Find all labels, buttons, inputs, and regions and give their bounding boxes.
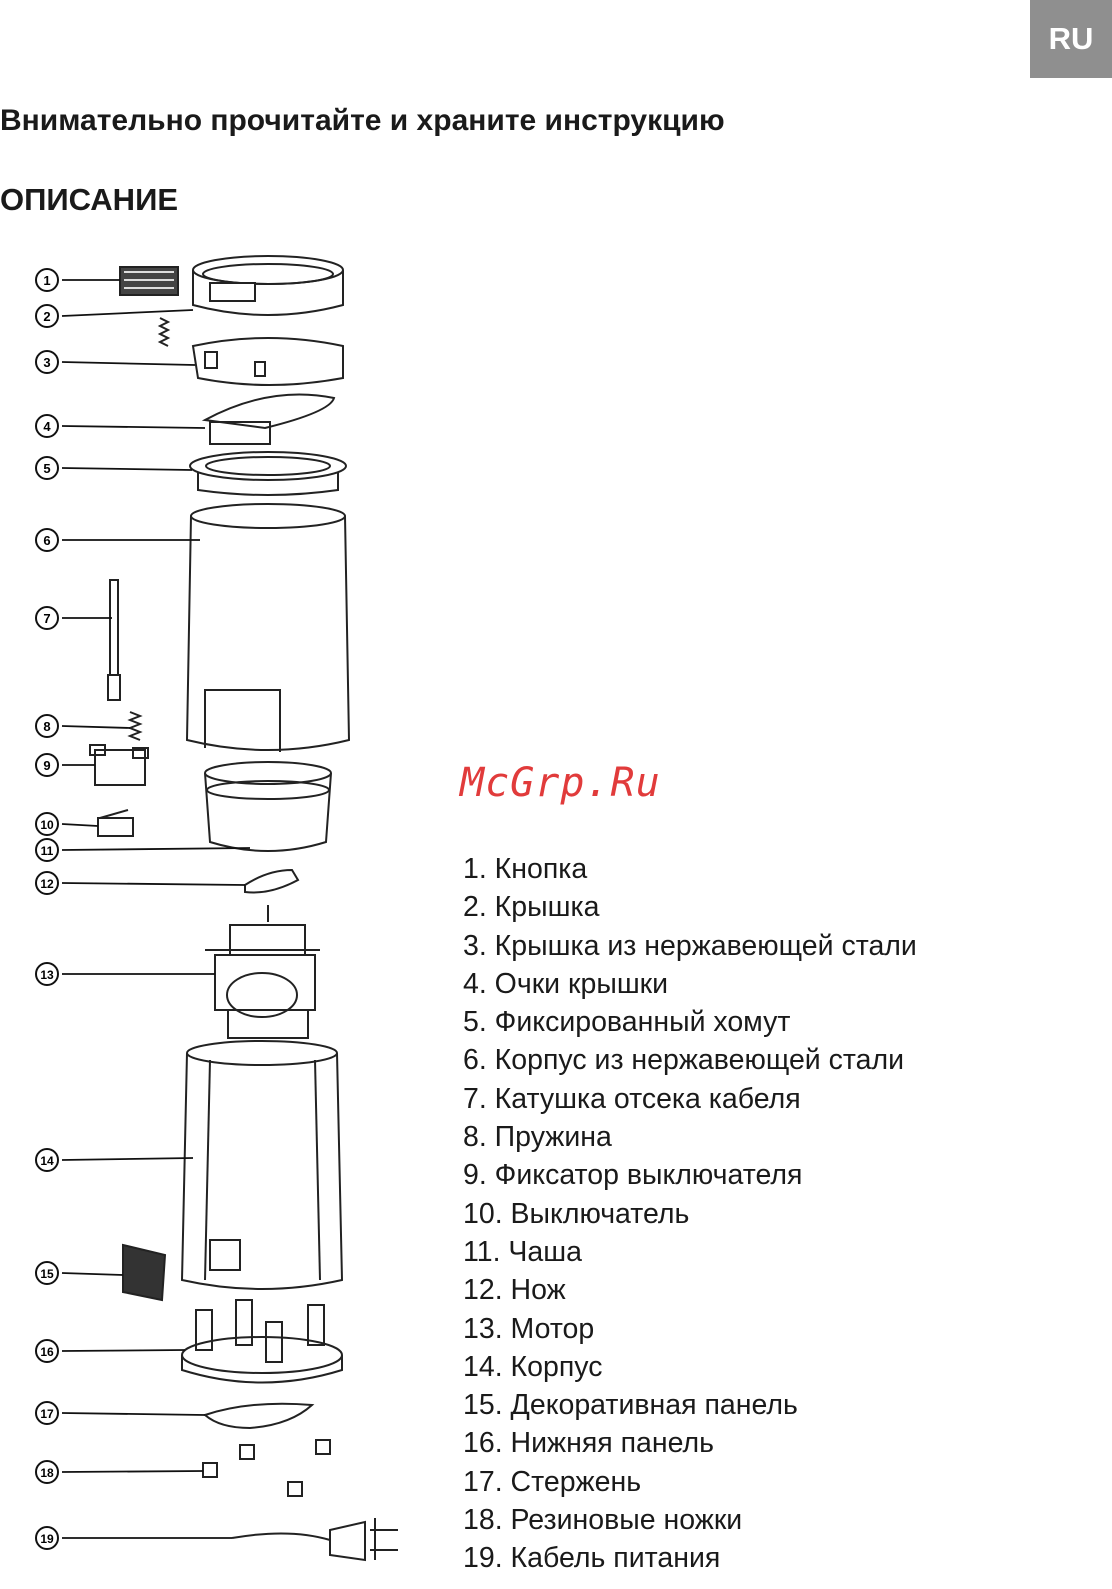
part-bowl-drawing bbox=[204, 761, 332, 852]
callout-14: 14 bbox=[35, 1148, 59, 1172]
callout-2: 2 bbox=[35, 304, 59, 328]
parts-list-item: 9. Фиксатор выключателя bbox=[463, 1159, 803, 1192]
callout-9: 9 bbox=[35, 753, 59, 777]
part-stainless-lid-drawing bbox=[191, 337, 344, 386]
parts-list-item: 11. Чаша bbox=[463, 1235, 582, 1268]
callout-13-label: 13 bbox=[40, 968, 54, 982]
parts-list-item: 8. Пружина bbox=[463, 1121, 612, 1154]
parts-list-item: 6. Корпус из нержавеющей стали bbox=[463, 1044, 905, 1077]
parts-list-item: 18. Резиновые ножки bbox=[463, 1504, 743, 1537]
parts-list-item: 13. Мотор bbox=[463, 1312, 595, 1345]
callout-7-label: 7 bbox=[43, 611, 50, 626]
callout-17-label: 17 bbox=[40, 1407, 54, 1421]
callout-10-label: 10 bbox=[40, 818, 54, 832]
callout-3-label: 3 bbox=[43, 355, 50, 370]
parts-list-item: 7. Катушка отсека кабеля bbox=[463, 1082, 801, 1115]
callout-4-label: 4 bbox=[43, 419, 51, 434]
callout-6-label: 6 bbox=[43, 533, 50, 548]
parts-list-item: 19. Кабель питания bbox=[463, 1542, 721, 1575]
callout-6: 6 bbox=[35, 528, 59, 552]
callout-8-label: 8 bbox=[43, 719, 50, 734]
part-switch-drawing bbox=[97, 809, 134, 837]
part-ring-drawing bbox=[189, 451, 347, 496]
parts-list-item: 3. Крышка из нержавеющей стали bbox=[463, 929, 917, 962]
callout-10: 10 bbox=[35, 812, 59, 836]
callout-13: 13 bbox=[35, 962, 59, 986]
callout-5-label: 5 bbox=[43, 461, 50, 476]
parts-list-item: 4. Очки крышки bbox=[463, 967, 669, 1000]
callout-12: 12 bbox=[35, 871, 59, 895]
callout-18-label: 18 bbox=[40, 1466, 54, 1480]
part-stainless-housing-drawing bbox=[185, 503, 351, 752]
callout-5: 5 bbox=[35, 456, 59, 480]
parts-list-item: 2. Крышка bbox=[463, 891, 600, 924]
parts-list-item: 5. Фиксированный хомут bbox=[463, 1006, 791, 1039]
parts-list-item: 1. Кнопка bbox=[463, 853, 588, 885]
part-decorative-panel-drawing bbox=[122, 1243, 167, 1302]
part-lid-window-drawing bbox=[201, 393, 336, 445]
callout-1: 1 bbox=[35, 268, 59, 292]
parts-list-item: 10. Выключатель bbox=[463, 1197, 690, 1230]
callout-14-label: 14 bbox=[40, 1154, 54, 1168]
part-body-drawing bbox=[180, 1040, 344, 1290]
parts-list-item: 15. Декоративная панель bbox=[463, 1389, 798, 1422]
callout-15-label: 15 bbox=[40, 1267, 54, 1281]
callout-16: 16 bbox=[35, 1339, 59, 1363]
language-tab: RU bbox=[1030, 0, 1112, 78]
parts-list-item: 16. Нижняя панель bbox=[463, 1427, 715, 1460]
part-power-cord-drawing bbox=[231, 1518, 398, 1562]
callout-8: 8 bbox=[35, 714, 59, 738]
callout-9-label: 9 bbox=[43, 758, 50, 773]
part-switch-holder-drawing bbox=[89, 744, 149, 786]
callout-16-label: 16 bbox=[40, 1345, 54, 1359]
parts-list-item: 17. Стержень bbox=[463, 1465, 642, 1498]
callout-11: 11 bbox=[35, 838, 59, 862]
callout-4: 4 bbox=[35, 414, 59, 438]
page-heading: Внимательно прочитайте и храните инструк… bbox=[0, 104, 725, 137]
part-motor-drawing bbox=[205, 905, 320, 1039]
callout-12-label: 12 bbox=[40, 877, 54, 891]
parts-list-item: 14. Корпус bbox=[463, 1350, 603, 1383]
callout-19-label: 19 bbox=[40, 1532, 54, 1546]
callout-17: 17 bbox=[35, 1401, 59, 1425]
part-rod-drawing bbox=[203, 1402, 315, 1430]
part-button-drawing bbox=[119, 266, 179, 296]
parts-list: 1. Кнопка 2. Крышка 3. Крышка из нержаве… bbox=[463, 850, 917, 1578]
callout-7: 7 bbox=[35, 606, 59, 630]
callout-15: 15 bbox=[35, 1261, 59, 1285]
callout-2-label: 2 bbox=[43, 309, 50, 324]
parts-list-item: 12. Нож bbox=[463, 1274, 566, 1307]
part-cable-reel-drawing bbox=[107, 579, 121, 701]
watermark: McGrp.Ru bbox=[460, 760, 661, 806]
section-title: ОПИСАНИЕ bbox=[0, 182, 179, 217]
part-feet-drawing bbox=[202, 1439, 331, 1497]
callout-11-label: 11 bbox=[41, 844, 54, 858]
part-blade-drawing bbox=[244, 868, 300, 894]
part-lid-drawing bbox=[192, 255, 344, 316]
callout-3: 3 bbox=[35, 350, 59, 374]
callout-18: 18 bbox=[35, 1460, 59, 1484]
callout-19: 19 bbox=[35, 1526, 59, 1550]
part-bottom-panel-drawing bbox=[181, 1299, 343, 1384]
exploded-view-diagram: 1 2 3 4 5 6 7 8 9 10 11 12 13 14 15 16 1… bbox=[35, 255, 398, 1562]
callout-1-label: 1 bbox=[43, 273, 50, 288]
